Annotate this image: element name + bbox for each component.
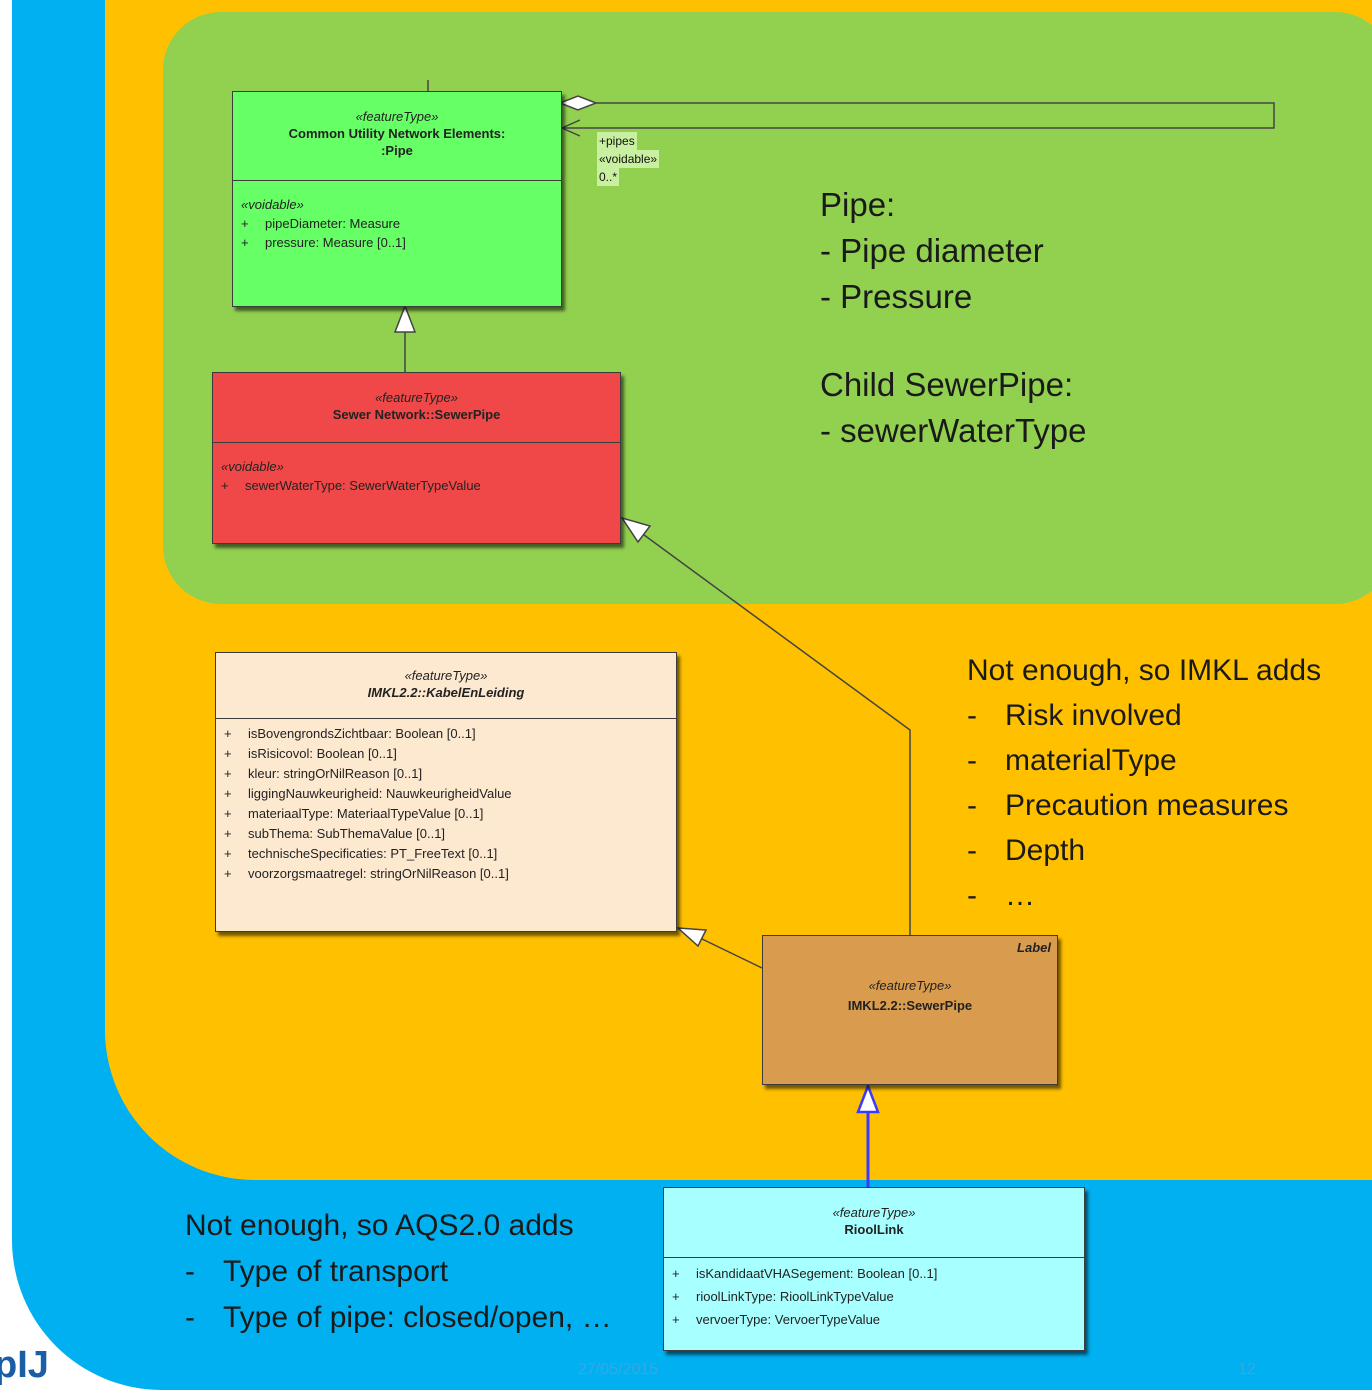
pipe-voidable-group: «voidable» bbox=[241, 197, 304, 212]
aqs-note: Not enough, so AQS2.0 adds -Type of tran… bbox=[185, 1203, 612, 1341]
imkl-note-list: -Risk involved -materialType -Precaution… bbox=[967, 693, 1321, 918]
kabel-stereotype: «featureType» bbox=[404, 668, 488, 683]
generalization-imkl-sewerpipe bbox=[639, 531, 911, 935]
pipe-note-item: - Pressure bbox=[820, 278, 973, 315]
sewerpipe-voidable-group: «voidable» bbox=[221, 459, 284, 474]
sewerpipe-attribute: +sewerWaterType: SewerWaterTypeValue bbox=[221, 478, 481, 493]
association-role: +pipes bbox=[597, 132, 637, 150]
kabel-en-leiding-class[interactable]: «featureType» IMKL2.2::KabelEnLeiding +i… bbox=[215, 652, 677, 932]
slide-date: 27/05/2015 bbox=[578, 1361, 659, 1378]
slide-number: 12 bbox=[1238, 1361, 1256, 1378]
pipe-note-title: Pipe: bbox=[820, 186, 896, 223]
aqs-note-item: -Type of pipe: closed/open, … bbox=[185, 1301, 612, 1334]
pipe-attribute: +pressure: Measure [0..1] bbox=[241, 235, 406, 250]
sewer-network-sewerpipe-class[interactable]: «featureType» Sewer Network::SewerPipe «… bbox=[212, 372, 621, 544]
rioollink-attribute: +vervoerType: VervoerTypeValue bbox=[672, 1312, 881, 1327]
kabel-attribute: +liggingNauwkeurigheid: NauwkeurigheidVa… bbox=[224, 786, 512, 801]
kabel-attribute: +subThema: SubThemaValue [0..1] bbox=[224, 826, 446, 841]
pipe-class-header: «featureType» Common Utility Network Ele… bbox=[233, 92, 561, 181]
kabel-name: IMKL2.2::KabelEnLeiding bbox=[367, 685, 525, 700]
kabel-attributes: +isBovengrondsZichtbaar: Boolean [0..1] … bbox=[216, 719, 676, 890]
aqs-note-item: -Type of transport bbox=[185, 1255, 449, 1288]
kabel-attribute: +isBovengrondsZichtbaar: Boolean [0..1] bbox=[224, 726, 476, 741]
imkl-note-title: Not enough, so IMKL adds bbox=[967, 654, 1322, 687]
kabel-attribute: +technischeSpecificaties: PT_FreeText [0… bbox=[224, 846, 498, 861]
sewerpipe-attributes: «voidable» +sewerWaterType: SewerWaterTy… bbox=[213, 443, 620, 501]
aqs-note-title: Not enough, so AQS2.0 adds bbox=[185, 1209, 574, 1242]
pipe-stereotype: «featureType» bbox=[355, 109, 439, 124]
pipe-name-line1: Common Utility Network Elements: bbox=[288, 126, 506, 141]
imkl-note-item: -… bbox=[967, 879, 1035, 912]
imkl-stereotype: «featureType» bbox=[868, 978, 952, 993]
sewerpipe-stereotype: «featureType» bbox=[375, 390, 458, 405]
child-note-item: - sewerWaterType bbox=[820, 412, 1087, 449]
sewerpipe-name: Sewer Network::SewerPipe bbox=[332, 407, 501, 422]
generalization-imkl-kabel bbox=[699, 937, 763, 969]
child-note-title: Child SewerPipe: bbox=[820, 366, 1074, 403]
aqs-note-list: -Type of transport -Type of pipe: closed… bbox=[185, 1249, 612, 1341]
rioollink-class[interactable]: «featureType» RioolLink +isKandidaatVHAS… bbox=[663, 1187, 1085, 1351]
self-association-line bbox=[562, 102, 1275, 129]
generalization-arrow-imkl bbox=[856, 1082, 880, 1114]
rioollink-header: «featureType» RioolLink bbox=[664, 1188, 1084, 1258]
imkl-label-tag: Label bbox=[1017, 940, 1051, 955]
imkl-title: «featureType» IMKL2.2::SewerPipe bbox=[763, 936, 1057, 1016]
pipe-attributes: «voidable» +pipeDiameter: Measure +press… bbox=[233, 181, 561, 258]
kabel-attribute: +materiaalType: MateriaalTypeValue [0..1… bbox=[224, 806, 484, 821]
imkl-note-item: -materialType bbox=[967, 744, 1177, 777]
kabel-header: «featureType» IMKL2.2::KabelEnLeiding bbox=[216, 653, 676, 719]
imkl-sewerpipe-class[interactable]: Label «featureType» IMKL2.2::SewerPipe bbox=[762, 935, 1058, 1085]
logo: pIJ bbox=[0, 1344, 49, 1386]
rioollink-attributes: +isKandidaatVHASegement: Boolean [0..1] … bbox=[664, 1258, 1084, 1337]
rioollink-stereotype: «featureType» bbox=[832, 1205, 916, 1220]
pipe-note: Pipe: - Pipe diameter - Pressure Child S… bbox=[820, 182, 1087, 454]
imkl-note: Not enough, so IMKL adds -Risk involved … bbox=[967, 648, 1321, 918]
association-arrowhead bbox=[560, 119, 581, 137]
generalization-arrow-kabel bbox=[675, 927, 708, 948]
sewerpipe-header: «featureType» Sewer Network::SewerPipe bbox=[213, 373, 620, 443]
rioollink-attribute: +isKandidaatVHASegement: Boolean [0..1] bbox=[672, 1266, 938, 1281]
kabel-attribute: +isRisicovol: Boolean [0..1] bbox=[224, 746, 397, 761]
association-stereotype: «voidable» bbox=[597, 150, 660, 168]
association-label: +pipes «voidable» 0..* bbox=[597, 132, 660, 186]
imkl-name: IMKL2.2::SewerPipe bbox=[847, 998, 973, 1013]
imkl-note-item: -Depth bbox=[967, 834, 1086, 867]
kabel-attribute: +kleur: stringOrNilReason [0..1] bbox=[224, 766, 423, 781]
generalization-arrow-sewerpipe bbox=[620, 516, 652, 544]
kabel-attribute: +voorzorgsmaatregel: stringOrNilReason [… bbox=[224, 866, 509, 881]
generalization-arrow-pipe bbox=[393, 303, 417, 333]
pipe-attribute: +pipeDiameter: Measure bbox=[241, 216, 401, 231]
rioollink-attribute: +rioolLinkType: RioolLinkTypeValue bbox=[672, 1289, 894, 1304]
association-multiplicity: 0..* bbox=[597, 168, 620, 186]
rioollink-name: RioolLink bbox=[844, 1222, 904, 1237]
aggregation-diamond bbox=[557, 95, 599, 111]
pipe-name-line2: :Pipe bbox=[381, 143, 413, 158]
imkl-note-item: -Risk involved bbox=[967, 699, 1182, 732]
pipe-note-item: - Pipe diameter bbox=[820, 232, 1044, 269]
imkl-note-item: -Precaution measures bbox=[967, 789, 1289, 822]
pipe-class[interactable]: «featureType» Common Utility Network Ele… bbox=[232, 91, 562, 307]
